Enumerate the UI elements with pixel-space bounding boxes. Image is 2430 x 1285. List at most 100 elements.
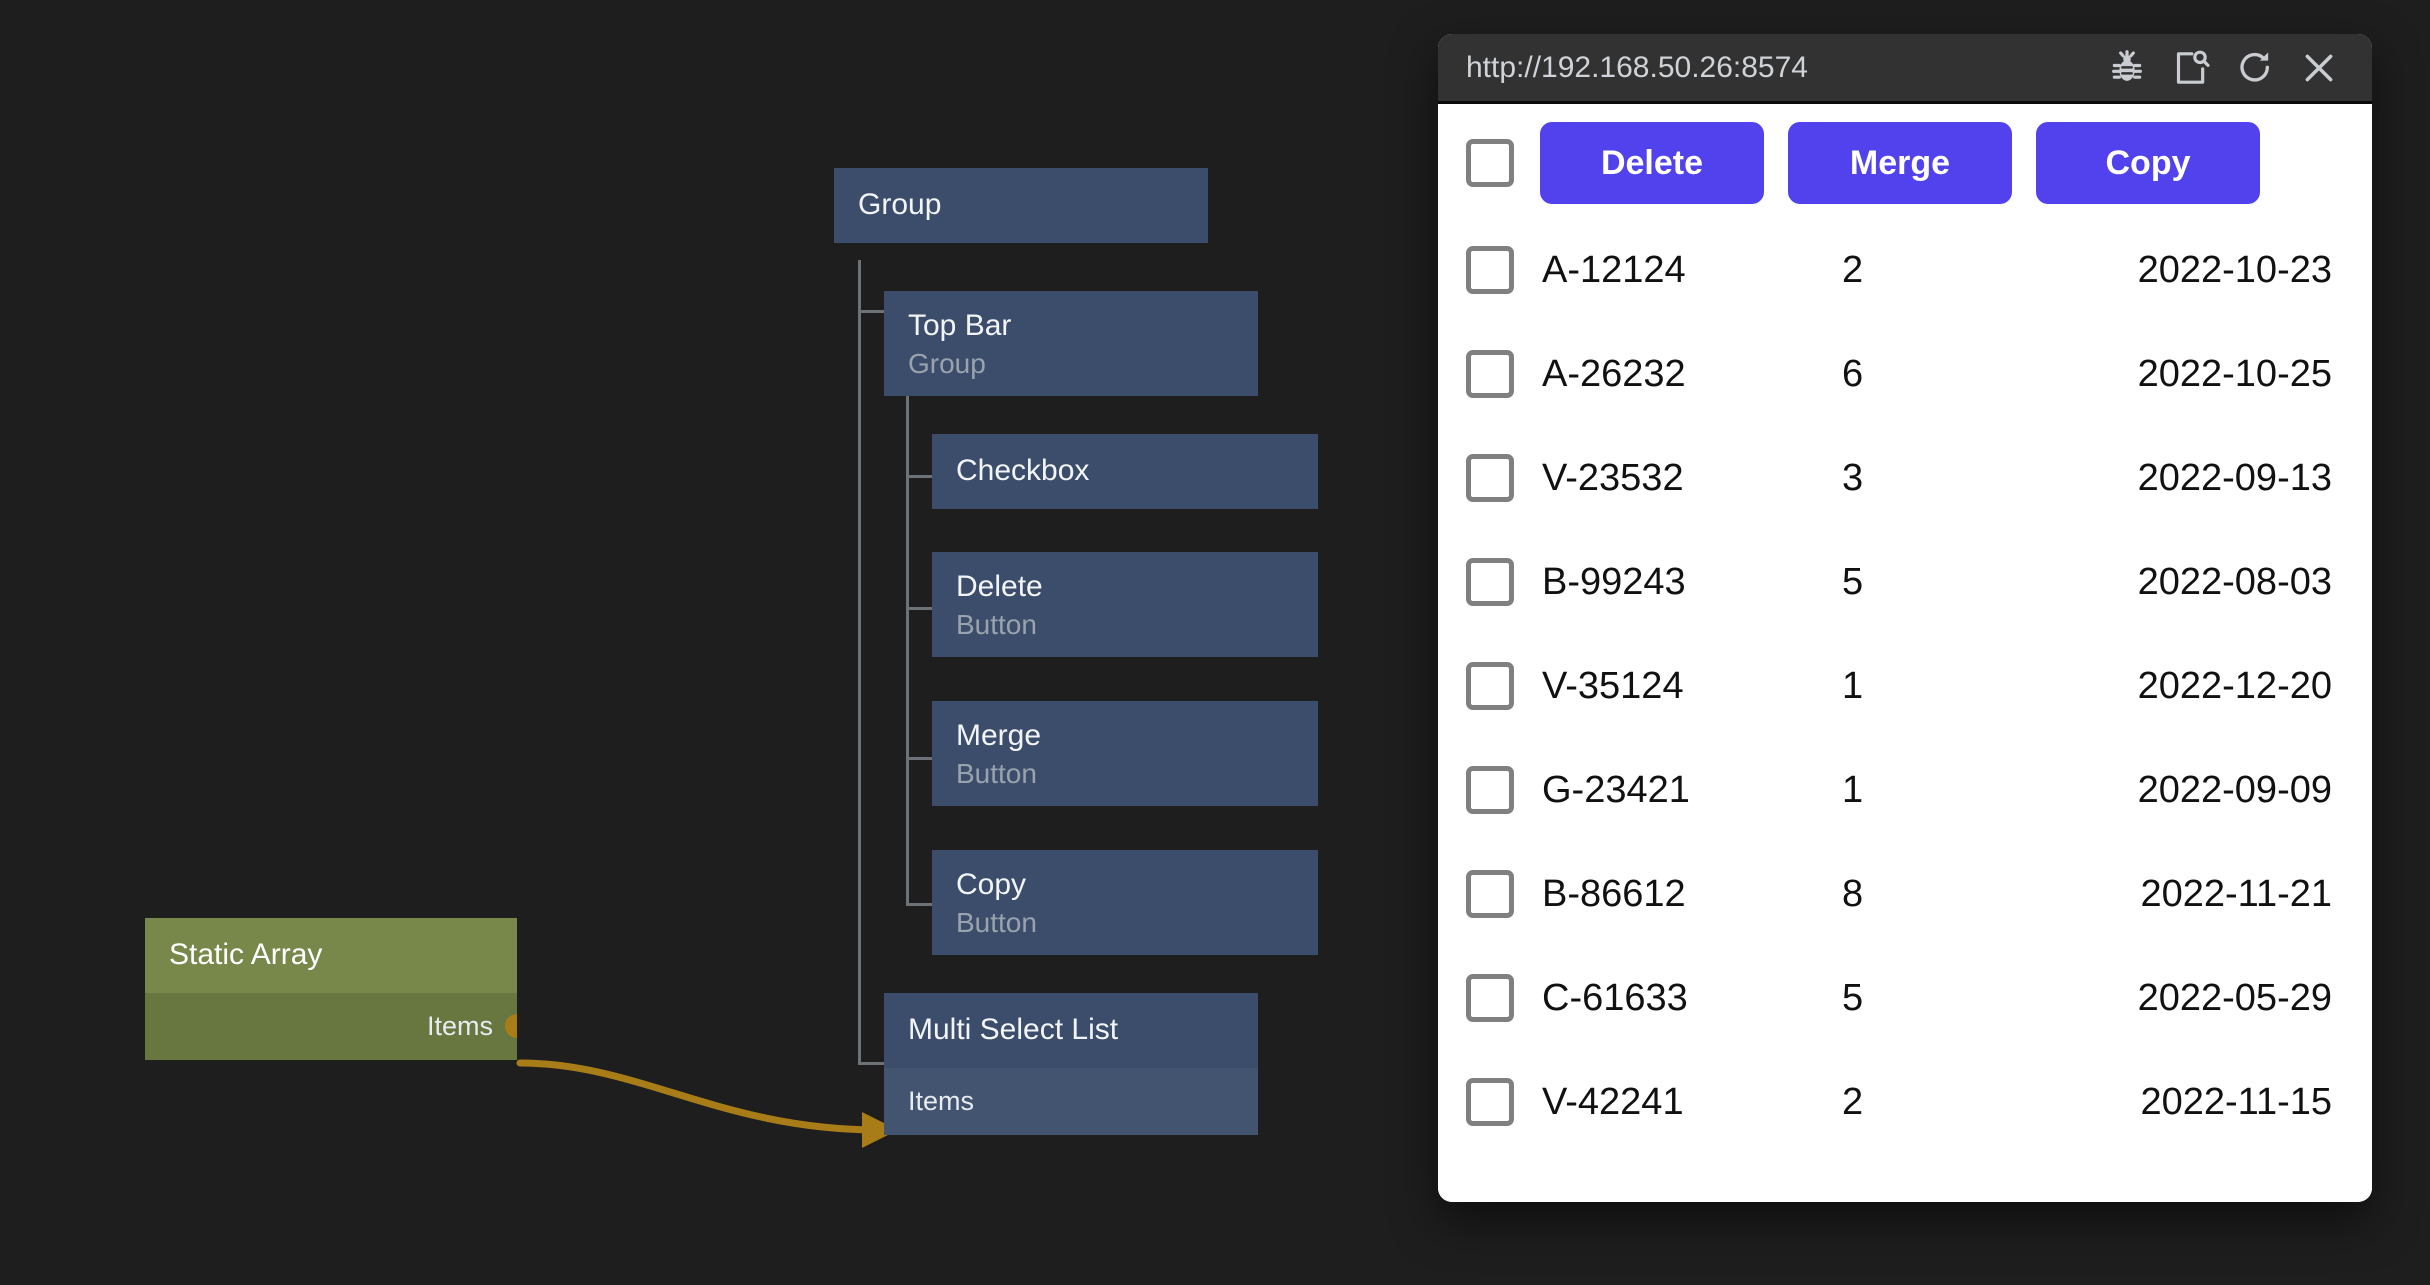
- select-all-checkbox[interactable]: [1466, 139, 1514, 187]
- node-header: Merge Button: [932, 701, 1318, 806]
- cell-date: 2022-09-13: [2137, 456, 2332, 499]
- row-checkbox[interactable]: [1466, 350, 1514, 398]
- row-checkbox[interactable]: [1466, 870, 1514, 918]
- row-checkbox[interactable]: [1466, 662, 1514, 710]
- row-checkbox[interactable]: [1466, 1078, 1514, 1126]
- items-table-body: A-12124 2 2022-10-23 A-26232 6 2022-10-2…: [1438, 218, 2372, 1154]
- cell-id: B-86612: [1542, 872, 1686, 915]
- page-content: Delete Merge Copy A-12124 2 2022-10-23 A…: [1438, 104, 2372, 1202]
- node-merge[interactable]: Merge Button: [932, 701, 1318, 806]
- delete-button[interactable]: Delete: [1540, 122, 1764, 204]
- node-group-root[interactable]: Group: [834, 168, 1208, 243]
- tree-branch-stub-multiselect: [858, 1062, 886, 1065]
- cell-qty: 2: [1842, 248, 1864, 291]
- node-output-port-items[interactable]: Items: [145, 992, 517, 1060]
- tree-trunk-line: [858, 260, 861, 1065]
- table-row[interactable]: A-26232 6 2022-10-25: [1438, 322, 2372, 426]
- table-row[interactable]: G-23421 1 2022-09-09: [1438, 738, 2372, 842]
- cell-qty: 6: [1842, 352, 1864, 395]
- items-table: A-12124 2 2022-10-23 A-26232 6 2022-10-2…: [1438, 218, 2372, 1154]
- cell-date: 2022-10-23: [2137, 248, 2332, 291]
- cell-date: 2022-11-21: [2140, 872, 2332, 915]
- cell-date: 2022-12-20: [2137, 664, 2332, 707]
- table-toolbar: Delete Merge Copy: [1438, 104, 2372, 218]
- node-title: Static Array: [169, 938, 323, 971]
- tree-sub-trunk-line: [906, 360, 909, 905]
- cell-id: C-61633: [1542, 976, 1688, 1019]
- node-title: Multi Select List: [908, 1013, 1119, 1046]
- cell-id: A-26232: [1542, 352, 1686, 395]
- cell-qty: 3: [1842, 456, 1864, 499]
- cell-qty: 2: [1842, 1080, 1864, 1123]
- page-inspect-icon[interactable]: [2164, 41, 2218, 95]
- tree-branch-stub-copy: [906, 903, 934, 906]
- row-checkbox[interactable]: [1466, 454, 1514, 502]
- cell-qty: 5: [1842, 976, 1864, 1019]
- cell-id: B-99243: [1542, 560, 1686, 603]
- node-delete[interactable]: Delete Button: [932, 552, 1318, 657]
- node-header: Checkbox: [932, 434, 1318, 509]
- tree-branch-stub-merge: [906, 757, 934, 760]
- node-static-array[interactable]: Static Array Items: [145, 918, 517, 1060]
- node-header: Static Array: [145, 918, 517, 993]
- node-subtitle: Button: [956, 757, 1037, 789]
- port-label: Items: [426, 1010, 493, 1041]
- node-subtitle: Button: [956, 608, 1037, 640]
- refresh-icon[interactable]: [2228, 41, 2282, 95]
- table-row[interactable]: V-35124 1 2022-12-20: [1438, 634, 2372, 738]
- node-header: Group: [834, 168, 1208, 243]
- node-header: Multi Select List: [884, 993, 1258, 1068]
- cell-date: 2022-08-03: [2137, 560, 2332, 603]
- node-copy[interactable]: Copy Button: [932, 850, 1318, 955]
- copy-button[interactable]: Copy: [2036, 122, 2260, 204]
- cell-date: 2022-09-09: [2137, 768, 2332, 811]
- cell-qty: 1: [1842, 664, 1864, 707]
- row-checkbox[interactable]: [1466, 558, 1514, 606]
- table-row[interactable]: A-12124 2 2022-10-23: [1438, 218, 2372, 322]
- node-subtitle: Button: [956, 906, 1037, 938]
- node-header: Delete Button: [932, 552, 1318, 657]
- node-title: Checkbox: [956, 454, 1090, 487]
- cell-qty: 8: [1842, 872, 1864, 915]
- node-header: Copy Button: [932, 850, 1318, 955]
- cell-date: 2022-11-15: [2140, 1080, 2332, 1123]
- window-titlebar[interactable]: http://192.168.50.26:8574: [1438, 34, 2372, 104]
- table-row[interactable]: V-23532 3 2022-09-13: [1438, 426, 2372, 530]
- port-connector-dot[interactable]: [505, 1014, 517, 1038]
- bug-icon[interactable]: [2100, 41, 2154, 95]
- tree-branch-stub-checkbox: [906, 475, 934, 478]
- cell-id: V-42241: [1542, 1080, 1684, 1123]
- node-checkbox[interactable]: Checkbox: [932, 434, 1318, 509]
- close-icon[interactable]: [2292, 41, 2346, 95]
- node-input-port-items[interactable]: Items: [884, 1067, 1258, 1135]
- node-multi-select-list[interactable]: Multi Select List Items: [884, 993, 1258, 1135]
- row-checkbox[interactable]: [1466, 974, 1514, 1022]
- node-title: Delete: [956, 570, 1043, 603]
- node-title: Top Bar: [908, 309, 1012, 342]
- preview-window[interactable]: http://192.168.50.26:8574: [1438, 34, 2372, 1202]
- node-subtitle: Group: [908, 347, 986, 379]
- table-row[interactable]: B-99243 5 2022-08-03: [1438, 530, 2372, 634]
- cell-id: V-23532: [1542, 456, 1684, 499]
- cell-qty: 1: [1842, 768, 1864, 811]
- url-text[interactable]: http://192.168.50.26:8574: [1466, 50, 1808, 84]
- table-row[interactable]: V-42241 2 2022-11-15: [1438, 1050, 2372, 1154]
- node-title: Group: [858, 188, 942, 221]
- row-checkbox[interactable]: [1466, 246, 1514, 294]
- port-label: Items: [908, 1085, 975, 1116]
- cell-id: V-35124: [1542, 664, 1684, 707]
- row-checkbox[interactable]: [1466, 766, 1514, 814]
- node-title: Merge: [956, 719, 1042, 752]
- node-top-bar[interactable]: Top Bar Group: [884, 291, 1258, 396]
- cell-date: 2022-05-29: [2137, 976, 2332, 1019]
- cell-id: G-23421: [1542, 768, 1690, 811]
- cell-id: A-12124: [1542, 248, 1686, 291]
- tree-branch-stub-topbar: [858, 310, 886, 313]
- merge-button[interactable]: Merge: [1788, 122, 2012, 204]
- node-title: Copy: [956, 868, 1027, 901]
- table-row[interactable]: B-86612 8 2022-11-21: [1438, 842, 2372, 946]
- cell-date: 2022-10-25: [2137, 352, 2332, 395]
- table-row[interactable]: C-61633 5 2022-05-29: [1438, 946, 2372, 1050]
